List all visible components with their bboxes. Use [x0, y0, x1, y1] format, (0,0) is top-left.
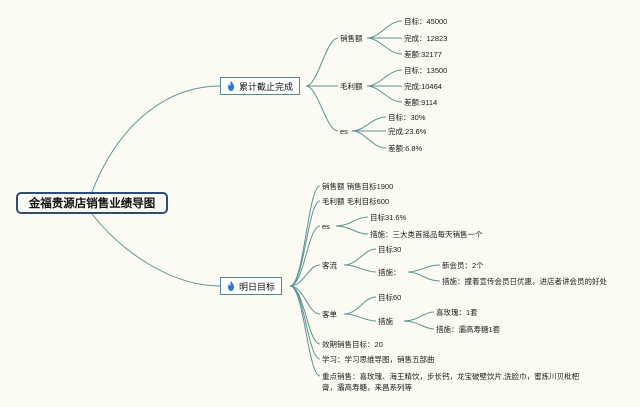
- node-ticket[interactable]: 客单: [322, 310, 337, 319]
- node-es-target[interactable]: 目标：30%: [388, 113, 426, 122]
- node-profit-gap[interactable]: 差额:9114: [404, 98, 438, 107]
- node-ticket-item2[interactable]: 措施：灞高寿糖1套: [436, 325, 501, 334]
- node-ticket-item1[interactable]: 喜玫瑰：1套: [436, 308, 478, 317]
- node-profit[interactable]: 毛利额: [340, 82, 363, 91]
- node-profit-done[interactable]: 完成:10464: [404, 82, 442, 91]
- node-es-tomorrow[interactable]: es: [322, 222, 330, 231]
- node-traffic[interactable]: 客流: [322, 261, 337, 270]
- node-profit-target[interactable]: 目标：13500: [404, 66, 448, 75]
- node-es-tomorrow-measure[interactable]: 措施：三大类首摇品每天销售一个: [370, 230, 483, 239]
- node-es[interactable]: es: [340, 127, 348, 136]
- node-traffic-measure[interactable]: 措施：撞着宣传会员日优惠，进店者讲会员的好处: [442, 277, 607, 286]
- node-study[interactable]: 学习：学习思维导图，销售五部曲: [322, 355, 435, 364]
- branch-cumulative[interactable]: 累计截止完成: [220, 77, 301, 95]
- branch-tomorrow-label: 明日目标: [239, 281, 276, 292]
- node-sales-gap[interactable]: 差额:32177: [404, 50, 442, 59]
- node-focus-sales[interactable]: 重点销售：喜玫瑰、海王精饮，步长钙，龙宝破壁饮片,洗脸巾，蜜炼川贝枇杷: [322, 372, 580, 381]
- node-focus-sales-cont: 膏，灞高寿糖，来昌系列等: [322, 383, 412, 392]
- node-sales-target-tomorrow[interactable]: 销售额 销售目标1900: [322, 182, 394, 191]
- root-topic[interactable]: 金福贵源店销售业绩导图: [16, 192, 168, 214]
- node-profit-target-tomorrow[interactable]: 毛利额 毛利目标600: [322, 197, 390, 206]
- node-traffic-target[interactable]: 目标30: [378, 245, 402, 254]
- node-effective-target[interactable]: 效期销售目标：20: [322, 340, 383, 349]
- node-es-done[interactable]: 完成:23.6%: [388, 127, 427, 136]
- node-es-gap[interactable]: 差额:6.8%: [388, 144, 423, 153]
- flame-icon: [228, 281, 234, 291]
- branch-cumulative-label: 累计截止完成: [239, 81, 294, 92]
- branch-tomorrow[interactable]: 明日目标: [220, 277, 283, 295]
- node-es-tomorrow-target[interactable]: 目标31.6%: [370, 213, 407, 222]
- flame-icon: [228, 81, 234, 91]
- node-traffic-new-members[interactable]: 新会员：2个: [442, 261, 484, 270]
- node-sales[interactable]: 销售额: [340, 34, 363, 43]
- node-traffic-measure-label[interactable]: 措施：: [378, 268, 401, 277]
- node-ticket-measure-label[interactable]: 措施: [378, 317, 393, 326]
- node-sales-target[interactable]: 目标：45000: [404, 17, 448, 26]
- node-sales-done[interactable]: 完成：12823: [404, 34, 448, 43]
- node-ticket-target[interactable]: 目标60: [378, 293, 402, 302]
